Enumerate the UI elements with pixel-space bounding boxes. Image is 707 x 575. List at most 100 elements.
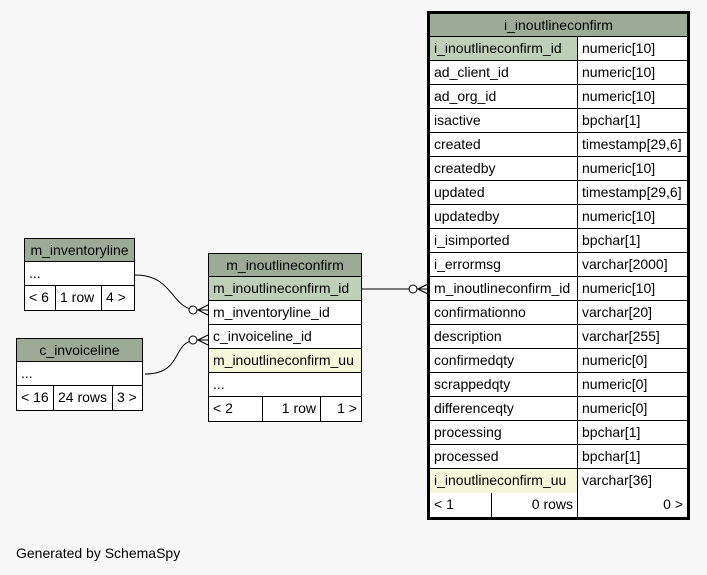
children-link[interactable]: 0 > [663, 496, 683, 512]
table-m-inventoryline[interactable]: m_inventoryline ... < 6 1 row 4 > [24, 238, 135, 311]
column-name: processing [430, 421, 578, 444]
children-link[interactable]: 4 > [106, 289, 126, 305]
column-type: numeric[10] [582, 88, 656, 104]
column-name: description [430, 325, 578, 348]
column-name: c_invoiceline_id [213, 328, 312, 344]
column-name: confirmedqty [430, 349, 578, 372]
column-name: scrappedqty [430, 373, 578, 396]
table-row: m_inoutlineconfirm_id [209, 277, 361, 301]
ellipsis: ... [213, 376, 225, 392]
parents-link[interactable]: < 16 [17, 386, 54, 410]
edge-invoiceline-marker [188, 335, 198, 345]
column-name: m_inoutlineconfirm_id [209, 277, 361, 300]
row-count: 1 row [56, 286, 102, 310]
column-type: varchar[36] [582, 472, 653, 488]
column-type: numeric[0] [582, 376, 648, 392]
table-title[interactable]: m_inventoryline [25, 239, 134, 262]
parents-link[interactable]: < 1 [430, 493, 492, 517]
table-row: m_inventoryline_id [209, 301, 361, 325]
edge-inventoryline-marker [188, 305, 198, 315]
column-name: created [430, 133, 578, 156]
row-count: 1 row [263, 397, 321, 421]
parents-link[interactable]: < 2 [209, 397, 263, 421]
table-i-inoutlineconfirm[interactable]: i_inoutlineconfirm i_inoutlineconfirm_id… [427, 11, 690, 520]
column-name: confirmationno [430, 301, 578, 324]
column-name: m_inoutlineconfirm_uu [209, 349, 361, 372]
column-name: isactive [430, 109, 578, 132]
table-row: m_inoutlineconfirm_uu [209, 349, 361, 373]
column-name: differenceqty [430, 397, 578, 420]
column-name: ad_org_id [430, 85, 578, 108]
table-row: c_invoiceline_id [209, 325, 361, 349]
column-type: varchar[2000] [582, 256, 668, 272]
column-type: bpchar[1] [582, 232, 641, 248]
generated-by-label: Generated by SchemaSpy [16, 545, 181, 561]
children-link[interactable]: 1 > [337, 400, 357, 416]
edge-inventoryline [134, 274, 208, 311]
table-footer: < 16 24 rows 3 > [17, 386, 142, 410]
edge-confirm-marker [408, 284, 418, 294]
column-name: updated [430, 181, 578, 204]
ellipsis: ... [29, 265, 41, 281]
column-name: i_errormsg [430, 253, 578, 276]
column-name: m_inventoryline_id [213, 304, 330, 320]
column-name: processed [430, 445, 578, 468]
column-name: createdby [430, 157, 578, 180]
ellipsis: ... [21, 365, 33, 381]
table-row: ... [25, 262, 134, 286]
table-title[interactable]: c_invoiceline [17, 339, 142, 362]
column-type: numeric[0] [582, 400, 648, 416]
table-footer: < 2 1 row 1 > [209, 397, 361, 421]
row-count: 24 rows [54, 386, 113, 410]
column-type: bpchar[1] [582, 112, 641, 128]
column-name: m_inoutlineconfirm_id [430, 277, 578, 300]
table-footer: < 1 0 rows 0 > [430, 493, 687, 517]
table-title[interactable]: i_inoutlineconfirm [430, 14, 687, 37]
edge-invoiceline [144, 339, 208, 375]
row-count: 0 rows [492, 493, 578, 517]
column-type: timestamp[29,6] [582, 136, 682, 152]
column-name: ad_client_id [430, 61, 578, 84]
table-title[interactable]: m_inoutlineconfirm [209, 254, 361, 277]
table-row: ... [209, 373, 361, 397]
column-type: numeric[0] [582, 352, 648, 368]
column-type: varchar[20] [582, 304, 653, 320]
table-row: ... [17, 362, 142, 386]
column-name: updatedby [430, 205, 578, 228]
table-footer: < 6 1 row 4 > [25, 286, 134, 310]
column-type: numeric[10] [582, 64, 656, 80]
parents-link[interactable]: < 6 [25, 286, 56, 310]
column-name: i_inoutlineconfirm_id [430, 37, 578, 60]
column-type: timestamp[29,6] [582, 184, 682, 200]
column-name: i_inoutlineconfirm_uu [430, 469, 578, 493]
table-m-inoutlineconfirm[interactable]: m_inoutlineconfirm m_inoutlineconfirm_id… [208, 253, 362, 422]
table-c-invoiceline[interactable]: c_invoiceline ... < 16 24 rows 3 > [16, 338, 143, 411]
column-type: bpchar[1] [582, 424, 641, 440]
children-link[interactable]: 3 > [117, 389, 137, 405]
column-type: numeric[10] [582, 40, 656, 56]
column-type: numeric[10] [582, 208, 656, 224]
column-type: numeric[10] [582, 160, 656, 176]
column-type: bpchar[1] [582, 448, 641, 464]
column-name: i_isimported [430, 229, 578, 252]
